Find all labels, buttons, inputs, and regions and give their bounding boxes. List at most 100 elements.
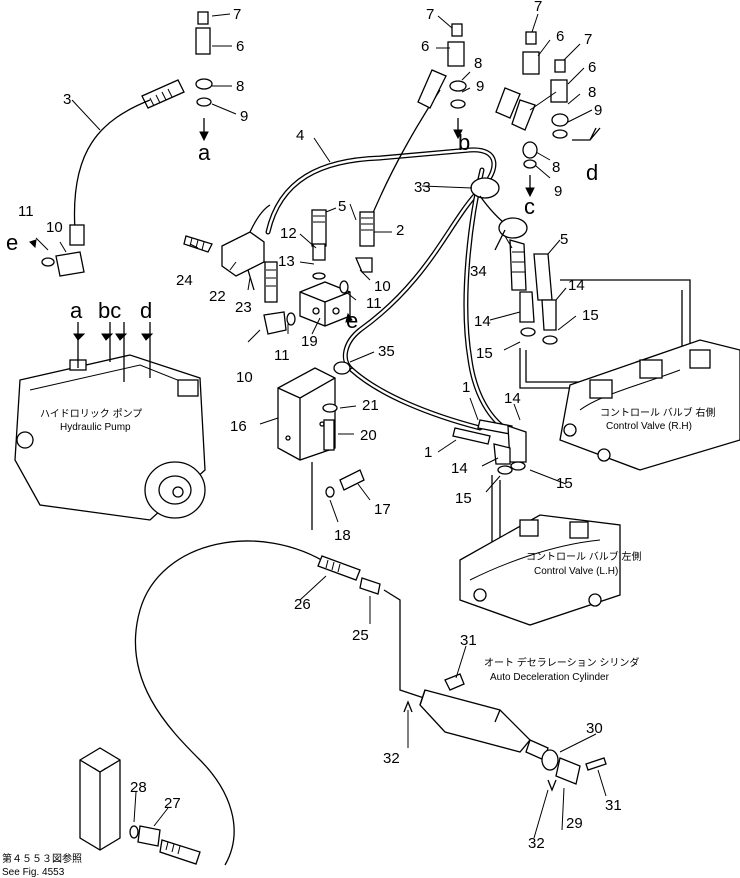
callout-11: 11 [366,295,382,312]
adc-caption-en: Auto Deceleration Cylinder [490,672,610,683]
fitting-group-c [495,31,540,198]
callout-14: 14 [474,313,491,330]
callout-29: 29 [566,815,583,832]
callout-26: 26 [294,596,311,613]
letter-b-top: b [458,130,470,155]
hydraulic-pump [14,322,206,521]
control-valve-lh [459,514,621,626]
callout-9: 9 [240,108,248,125]
callout-10: 10 [236,369,253,386]
callout-21: 21 [362,397,379,414]
cv-lh-caption-en: Control Valve (L.H) [534,566,618,577]
fig-caption-en: See Fig. 4553 [2,867,65,878]
callout-10: 10 [46,219,63,236]
callout-8: 8 [588,84,596,101]
fitting-group-a [195,11,213,142]
letter-d-pump: d [140,298,152,323]
callout-24: 24 [176,272,193,289]
callout-1: 1 [424,444,432,461]
callout-4: 4 [296,127,304,144]
adc-caption-jp: オート デセラレーション シリンダ [484,656,639,669]
pump-caption-jp: ハイドロリック ポンプ [40,408,142,420]
callout-5: 5 [560,231,568,248]
callout-28: 28 [130,779,147,796]
auto-deceleration-cylinder [419,673,607,785]
callout-30: 30 [586,720,603,737]
callout-14: 14 [504,390,521,407]
fitting-group-b [447,23,467,140]
letter-bc-pump: bc [98,298,121,323]
callout-15: 15 [476,345,493,362]
valve-4553 [79,747,201,865]
callout-6: 6 [236,38,244,55]
bracket-16 [277,361,365,530]
cv-rh-caption-en: Control Valve (R.H) [606,421,692,432]
callout-19: 19 [301,333,318,350]
callout-13: 13 [278,253,295,270]
port-letters: a b c d e e a bc d [6,130,598,333]
hose-5 [264,209,553,303]
callout-6: 6 [421,38,429,55]
letter-e-left: e [6,230,18,255]
callout-12: 12 [280,225,297,242]
cv-lh-caption-jp: コントロール バルブ 左側 [526,550,642,563]
callout-31: 31 [460,632,477,649]
letter-c-top: c [524,194,535,219]
cv-rh-caption-jp: コントロール バルブ 右側 [600,406,716,419]
leader-lines [29,13,607,839]
callout-10: 10 [374,278,391,295]
callout-11: 11 [274,347,290,364]
callout-7: 7 [426,6,434,23]
fig-caption-jp: 第４５５３図参照 [2,852,82,865]
callout-8: 8 [474,55,482,72]
callout-6: 6 [588,59,596,76]
callout-17: 17 [374,501,391,518]
letter-a-pump: a [70,298,83,323]
callout-15: 15 [556,475,573,492]
callout-6: 6 [556,28,564,45]
callout-22: 22 [209,288,226,305]
letter-e-block: e [346,308,358,333]
callout-8: 8 [552,159,560,176]
letter-a-top: a [198,140,211,165]
captions: ハイドロリック ポンプ Hydraulic Pump コントロール バルブ 右側… [2,406,716,878]
callout-27: 27 [164,795,181,812]
hose-2 [359,69,447,247]
hose-3 [69,79,185,246]
clamp-33-34 [470,177,528,251]
callout-8: 8 [236,78,244,95]
callout-14: 14 [568,277,585,294]
callout-18: 18 [334,527,351,544]
callout-5: 5 [338,198,346,215]
solenoid-22 [183,204,271,291]
callout-14: 14 [451,460,468,477]
callout-9: 9 [554,183,562,200]
callout-15: 15 [582,307,599,324]
callout-7: 7 [584,31,592,48]
fitting-group-d [550,59,601,141]
callout-23: 23 [235,299,252,316]
pilot-line [134,540,431,866]
callout-3: 3 [63,91,71,108]
elbow-10 [41,251,373,335]
callout-numbers: 7 6 8 9 3 7 6 8 9 7 6 7 6 8 9 8 9 4 33 5… [18,0,622,852]
callout-32: 32 [528,835,545,852]
callout-31: 31 [605,797,622,814]
callout-35: 35 [378,343,395,360]
letter-d-top: d [586,160,598,185]
callout-16: 16 [230,418,247,435]
callout-11: 11 [18,203,34,220]
callout-9: 9 [594,102,602,119]
callout-1: 1 [462,379,470,396]
control-valve-rh [559,339,740,471]
callout-9: 9 [476,78,484,95]
pump-caption-en: Hydraulic Pump [60,422,131,433]
callout-20: 20 [360,427,377,444]
callout-7: 7 [233,6,241,23]
callout-32: 32 [383,750,400,767]
callout-33: 33 [414,179,431,196]
callout-15: 15 [455,490,472,507]
callout-2: 2 [396,222,404,239]
callout-7: 7 [534,0,542,15]
